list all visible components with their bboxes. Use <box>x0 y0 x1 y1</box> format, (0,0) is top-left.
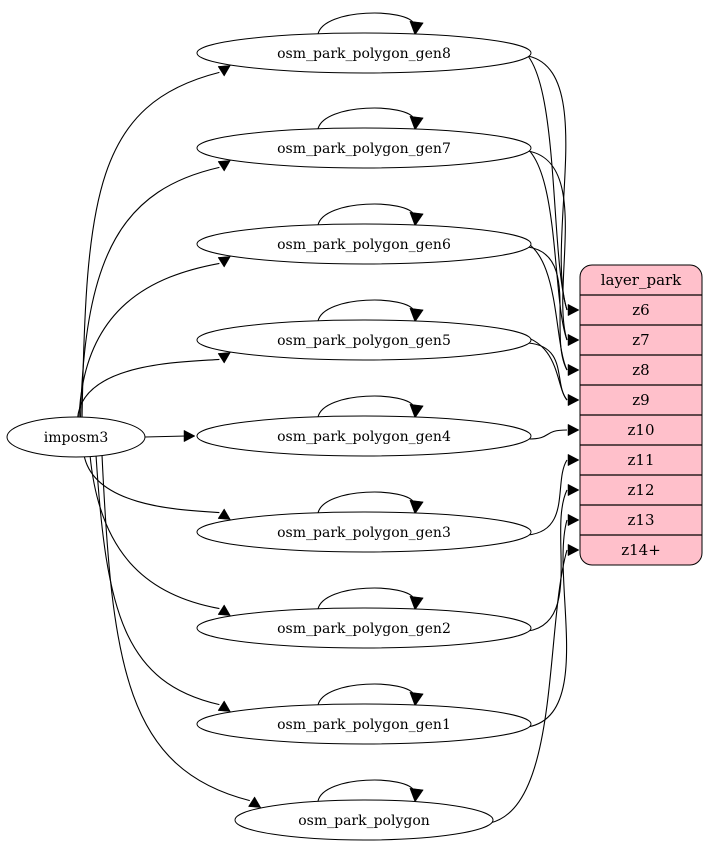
node-gen2-shape[interactable] <box>196 607 532 649</box>
arrowhead-imposm3-to-gen6 <box>217 256 231 268</box>
table-row-z6[interactable]: z6 <box>632 301 649 319</box>
node-gen7-shape[interactable] <box>196 127 532 169</box>
arrowhead-gen5-to-row-3 <box>567 393 580 407</box>
node-gen4-shape[interactable] <box>196 415 532 457</box>
arrowhead-imposm3-to-gen5 <box>217 352 231 364</box>
edges-layer <box>76 46 580 824</box>
edge-gen1-to-row-7 <box>527 519 568 728</box>
self-loops-layer <box>317 12 424 803</box>
arrowhead-self-loop-gen4 <box>409 403 424 419</box>
node-gen4[interactable]: osm_park_polygon_gen4 <box>196 415 532 457</box>
node-gen2-label: osm_park_polygon_gen2 <box>277 621 451 637</box>
edge-strand-gen8 <box>514 46 568 311</box>
self-loop-gen5 <box>317 299 415 322</box>
table-row-z9[interactable]: z9 <box>632 391 649 409</box>
node-gen1[interactable]: osm_park_polygon_gen1 <box>196 703 532 745</box>
arrowhead-gen7-to-row-1 <box>567 333 580 347</box>
node-gen2[interactable]: osm_park_polygon_gen2 <box>196 607 532 649</box>
node-gen1-shape[interactable] <box>196 703 532 745</box>
arrowhead-imposm3-to-base <box>248 796 262 808</box>
arrowhead-imposm3-to-gen1 <box>217 700 231 712</box>
arrowhead-self-loop-gen7 <box>409 115 424 131</box>
self-loop-gen1 <box>317 683 415 706</box>
table-row-z10[interactable]: z10 <box>628 421 655 439</box>
table-row-z13[interactable]: z13 <box>628 511 655 529</box>
node-base-shape[interactable] <box>234 799 494 841</box>
edge-base-to-row-8 <box>489 549 568 824</box>
edge-gen8-to-row-0 <box>527 55 568 311</box>
node-base[interactable]: osm_park_polygon <box>234 799 494 841</box>
edge-gen2-to-row-6 <box>527 489 568 632</box>
arrowhead-base-to-row-8 <box>567 543 580 557</box>
edge-imposm3-to-gen1 <box>95 454 220 706</box>
node-gen8[interactable]: osm_park_polygon_gen8 <box>196 32 532 74</box>
arrowhead-self-loop-gen2 <box>409 595 424 611</box>
arrowhead-self-loop-gen3 <box>409 499 424 515</box>
edge-imposm3-to-gen2 <box>89 454 220 610</box>
node-gen5[interactable]: osm_park_polygon_gen5 <box>196 319 532 361</box>
arrowhead-self-loop-gen5 <box>409 307 424 323</box>
self-loop-gen6 <box>317 203 415 226</box>
self-loop-gen7 <box>317 107 415 130</box>
table-row-z8[interactable]: z8 <box>632 361 649 379</box>
arrowhead-imposm3-to-gen8 <box>217 65 231 77</box>
node-gen6[interactable]: osm_park_polygon_gen6 <box>196 223 532 265</box>
self-loop-gen2 <box>317 587 415 610</box>
arrowhead-imposm3-to-gen7 <box>217 160 231 172</box>
node-gen7[interactable]: osm_park_polygon_gen7 <box>196 127 532 169</box>
arrowhead-gen8-to-row-0 <box>567 303 580 317</box>
node-imposm3[interactable]: imposm3 <box>6 416 146 458</box>
nodes-layer: imposm3 osm_park_polygon_gen8 osm_park_pol… <box>6 32 532 841</box>
node-gen7-label: osm_park_polygon_gen7 <box>277 141 451 157</box>
node-gen8-label: osm_park_polygon_gen8 <box>277 46 451 62</box>
self-loop-gen3 <box>317 491 415 514</box>
node-gen3[interactable]: osm_park_polygon_gen3 <box>196 511 532 553</box>
arrowhead-gen4-to-row-4 <box>567 423 580 437</box>
arrowhead-gen6-to-row-2 <box>567 363 580 377</box>
node-gen6-label: osm_park_polygon_gen6 <box>277 237 451 253</box>
node-gen4-label: osm_park_polygon_gen4 <box>277 429 451 445</box>
edge-imposm3-to-gen7 <box>79 166 220 420</box>
layer-park-table-header: layer_park <box>601 271 682 289</box>
node-base-label: osm_park_polygon <box>298 813 430 829</box>
edge-imposm3-to-gen6 <box>78 262 220 420</box>
arrowhead-gen1-to-row-7 <box>567 513 580 527</box>
arrowhead-imposm3-to-gen2 <box>217 604 231 616</box>
table-row-z14plus[interactable]: z14+ <box>621 541 661 559</box>
arrowhead-self-loop-gen6 <box>409 211 424 227</box>
node-imposm3-label: imposm3 <box>44 430 109 446</box>
table-row-z11[interactable]: z11 <box>628 451 655 469</box>
arrowhead-imposm3-to-gen4 <box>183 429 196 443</box>
layer-park-table-group[interactable]: layer_park z6 z7 z8 z9 z10 z11 z12 z13 z14+ <box>579 264 703 566</box>
edge-imposm3-to-base <box>101 454 250 802</box>
self-loop-gen8 <box>317 12 415 35</box>
edge-gen3-to-row-5 <box>527 459 568 536</box>
node-gen5-label: osm_park_polygon_gen5 <box>277 333 451 349</box>
node-imposm3-shape[interactable] <box>6 416 146 458</box>
node-gen3-shape[interactable] <box>196 511 532 553</box>
arrowhead-self-loop-base <box>409 787 424 803</box>
arrowhead-self-loop-gen1 <box>409 691 424 707</box>
node-gen8-shape[interactable] <box>196 32 532 74</box>
node-gen6-shape[interactable] <box>196 223 532 265</box>
arrowhead-imposm3-to-gen3 <box>217 508 231 520</box>
self-loop-gen4 <box>317 395 415 418</box>
node-gen3-label: osm_park_polygon_gen3 <box>277 525 451 541</box>
edge-imposm3-to-gen8 <box>81 71 220 420</box>
edge-imposm3-to-gen3 <box>83 454 220 514</box>
self-loop-base <box>317 779 415 802</box>
table-row-z7[interactable]: z7 <box>632 331 649 349</box>
edge-gen7-to-row-1 <box>527 150 568 341</box>
arrowhead-gen3-to-row-5 <box>567 453 580 467</box>
edge-imposm3-to-gen5 <box>76 358 220 420</box>
edge-gen4-to-row-4 <box>527 429 568 440</box>
layer-park-table: layer_park z6 z7 z8 z9 z10 z11 z12 z13 z14+ <box>579 264 703 566</box>
node-gen1-label: osm_park_polygon_gen1 <box>277 717 451 733</box>
table-row-z12[interactable]: z12 <box>628 481 655 499</box>
node-gen5-shape[interactable] <box>196 319 532 361</box>
arrowhead-gen2-to-row-6 <box>567 483 580 497</box>
edge-imposm3-to-gen4 <box>144 435 187 438</box>
arrowhead-self-loop-gen8 <box>409 20 424 36</box>
